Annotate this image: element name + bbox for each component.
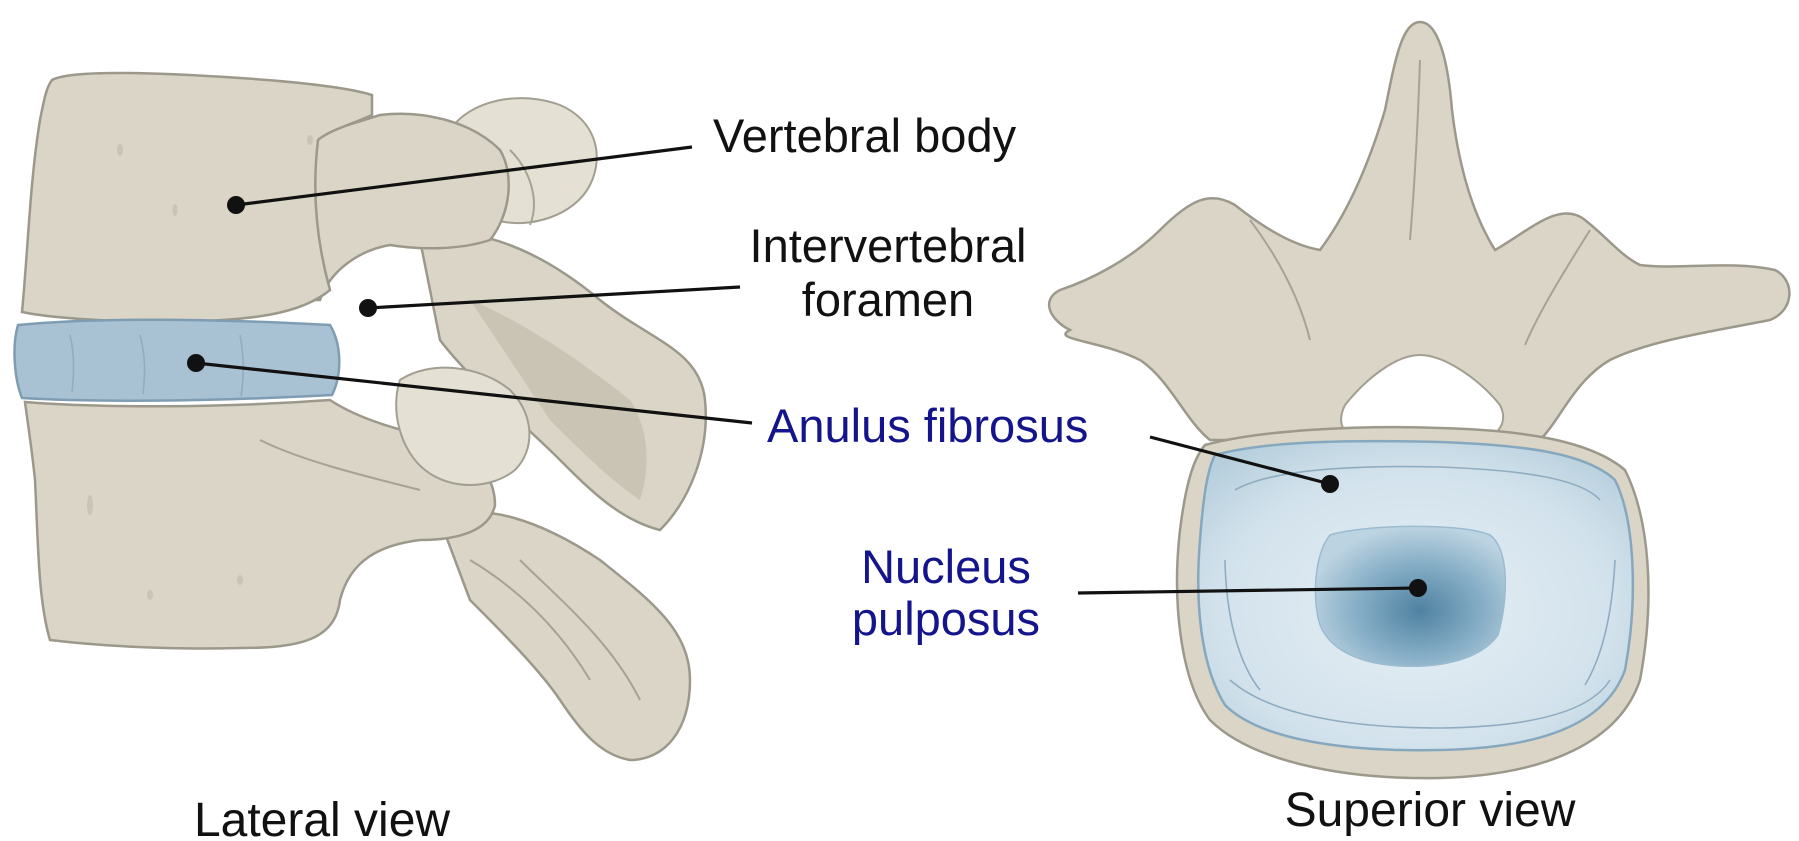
pointer-intervertebral-foramen <box>359 299 377 317</box>
label-anulus-fibrosus: Anulus fibrosus <box>767 399 1088 452</box>
superior-view-illustration <box>1049 22 1789 778</box>
lateral-view-illustration <box>15 73 706 760</box>
pointer-nucleus-pulposus <box>1409 579 1427 597</box>
label-vertebral-body: Vertebral body <box>713 109 1017 162</box>
caption-lateral-view: Lateral view <box>194 794 450 841</box>
nucleus-pulposus <box>1315 526 1505 666</box>
intervertebral-disc-lateral <box>15 320 340 401</box>
label-nucleus-pulposus-line2: pulposus <box>852 592 1040 645</box>
pointer-anulus-fibrosus-superior <box>1321 475 1339 493</box>
pointer-anulus-fibrosus-lateral <box>187 354 205 372</box>
caption-superior-view: Superior view <box>1285 784 1576 837</box>
label-intervertebral-foramen-line2: foramen <box>802 273 974 326</box>
label-intervertebral-foramen-line1: Intervertebral <box>750 219 1027 272</box>
label-nucleus-pulposus-line1: Nucleus <box>861 540 1031 593</box>
spinous-process-lower <box>440 512 690 760</box>
pointer-vertebral-body <box>227 196 245 214</box>
